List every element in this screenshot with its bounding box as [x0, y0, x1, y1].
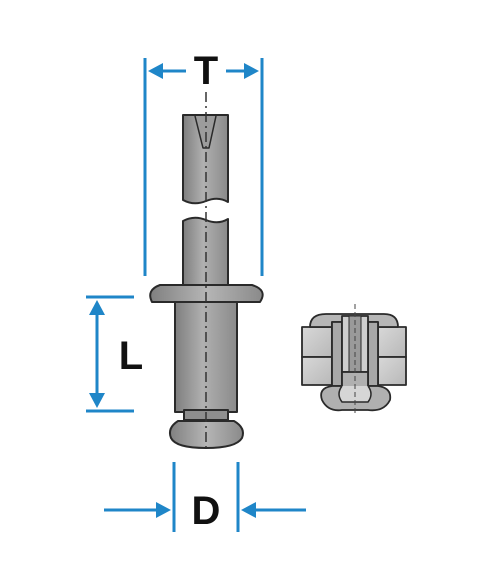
l-label: L [119, 334, 143, 378]
l-arrow-top-head [89, 300, 105, 315]
plate-lower-left [301, 356, 333, 386]
t-dimension [143, 58, 264, 276]
d-arrow-right-head [241, 502, 256, 518]
installed-rivet-section [301, 313, 407, 412]
d-label: D [192, 489, 221, 533]
d-arrow-left-head [156, 502, 171, 518]
plate-lower-right [377, 356, 407, 386]
l-arrow-bottom-head [89, 393, 105, 408]
t-arrow-right-head [244, 63, 259, 79]
section-sleeve-right [367, 321, 379, 387]
mandrel-bottom [182, 216, 229, 287]
plate-upper-left [301, 326, 333, 358]
t-arrow-left-head [148, 63, 163, 79]
t-label: T [194, 49, 218, 93]
plate-upper-right [377, 326, 407, 358]
d-dimension [104, 462, 306, 532]
section-sleeve-left [331, 321, 343, 387]
l-dimension [86, 295, 134, 413]
